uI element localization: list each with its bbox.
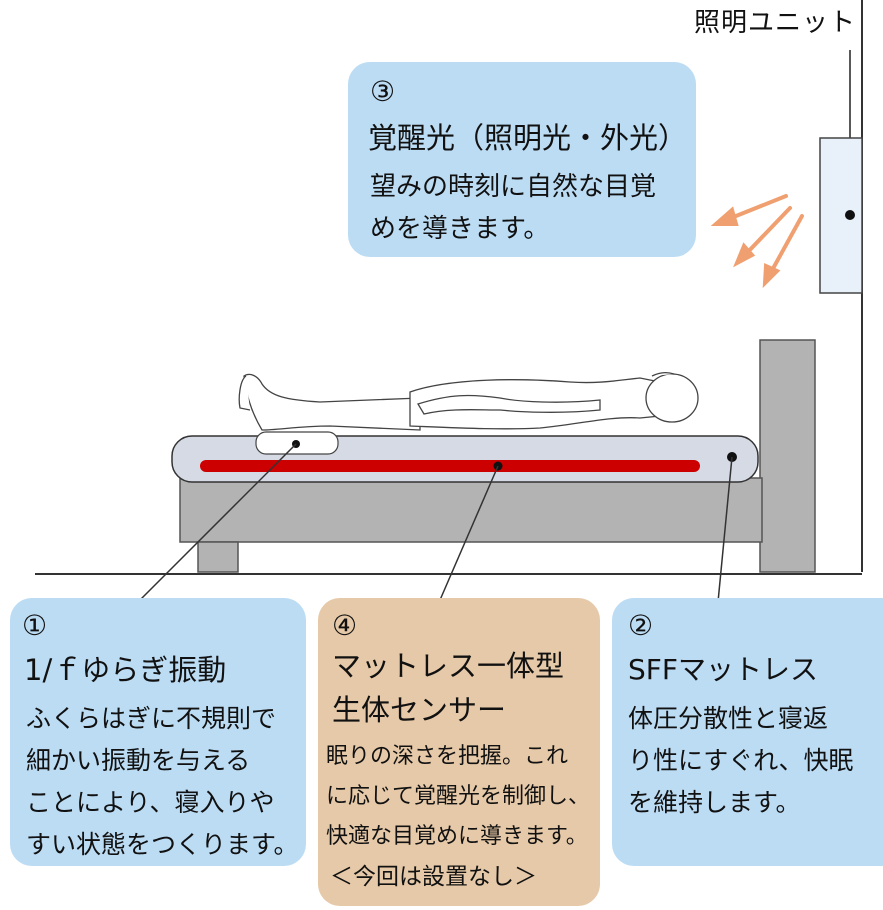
callout-2-title: SFFマットレス [628, 653, 818, 686]
callout-awakening-light [348, 62, 696, 257]
callout-3-line-1: 望みの時刻に自然な目覚 [370, 172, 657, 202]
leader-4 [439, 465, 499, 601]
leader-1 [139, 443, 297, 601]
vibration-bar [200, 460, 700, 472]
callout-1-line-3: ことにより、寝入りや [26, 788, 275, 817]
callout-1-line-1: ふくらはぎに不規則で [26, 704, 277, 733]
leader-2 [717, 456, 733, 603]
callout-4-number: ④ [332, 609, 358, 642]
callout-biosensor [318, 598, 600, 906]
callout-2-number: ② [628, 609, 654, 642]
callout-2-line-2: り性にすぐれ、快眠 [628, 746, 854, 775]
callout-4-title-2: 生体センサー [332, 693, 507, 727]
headboard [759, 339, 816, 573]
lighting-unit-dot [845, 210, 855, 220]
lighting-unit [819, 137, 863, 294]
light-arrows [710, 194, 804, 289]
callout-1-title: 1/ｆゆらぎ振動 [24, 653, 227, 687]
callout-4-line-1: 眠りの深さを把握。これ [326, 744, 569, 769]
callout-3-title: 覚醒光（照明光・外光） [368, 121, 688, 155]
bed-frame [179, 477, 763, 543]
callout-4-line-2: に応じて覚醒光を制御し、 [326, 784, 591, 809]
callout-1-number: ① [22, 609, 48, 642]
callout-1-line-4: すい状態をつくります。 [26, 830, 299, 859]
sleeping-person [238, 372, 699, 431]
callout-4-line-3: 快適な目覚めに導きます。 [326, 824, 588, 849]
callout-sff-mattress [612, 598, 883, 866]
bed-leg [197, 541, 239, 573]
callout-4-line-4: ＜今回は設置なし＞ [330, 864, 537, 890]
callout-3-number: ③ [370, 75, 396, 108]
callout-3-line-2: めを導きます。 [370, 214, 550, 244]
callout-1-line-2: 細かい振動を与える [26, 746, 251, 775]
callout-fluctuation-vibration [10, 598, 306, 866]
callout-4-title-1: マットレス一体型 [332, 649, 565, 683]
callout-2-line-3: を維持します。 [628, 788, 801, 817]
lighting-unit-label: 照明ユニット [694, 8, 857, 38]
callout-2-line-1: 体圧分散性と寝返 [628, 704, 829, 733]
